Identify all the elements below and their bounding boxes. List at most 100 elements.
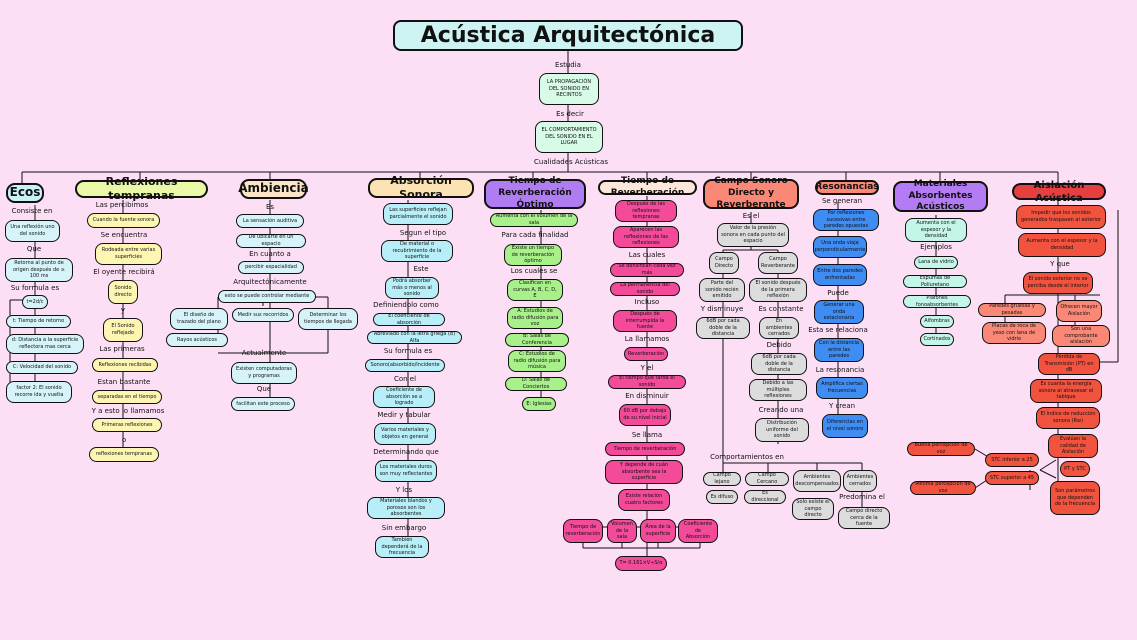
node-energia: Es cuanta la energía sonora al atravesar… bbox=[1030, 379, 1102, 403]
node-campo-3: El sonido después de la primera reflexió… bbox=[749, 278, 807, 302]
node-rayos: Rayos acústicos bbox=[166, 333, 228, 347]
label-estudia: Estudia bbox=[555, 61, 581, 69]
label-cualidades: Cualidades Acústicas bbox=[534, 158, 608, 166]
node-alfa: Abreviado con la letra griega (α) Alfa bbox=[367, 331, 462, 344]
node-campo-directo: Campo Directo bbox=[709, 252, 739, 274]
node-primeras-refl: Primeras reflexiones bbox=[92, 418, 162, 432]
node-facilitan: facilitan este proceso bbox=[231, 397, 295, 411]
node-factor-2: factor 2: El sonido recorre ida y vuelta bbox=[6, 381, 72, 403]
node-separadas: separadas en el tiempo bbox=[92, 390, 162, 404]
node-res-4: Generar una onda estacionaria bbox=[814, 300, 864, 324]
label-ejemplos: Ejemplos bbox=[920, 243, 952, 251]
label-comportamientos: Comportamientos en bbox=[710, 453, 784, 461]
node-varios-materiales: Varios materiales y objetos en general bbox=[374, 423, 436, 445]
label-cuales: Los cuales se bbox=[510, 267, 558, 275]
node-ais-2: Aumenta con el espesor y la densidad bbox=[1018, 233, 1106, 257]
node-campo-4: 6dB por cada doble de la distancia bbox=[696, 317, 750, 339]
node-campo-2: Parte del sonido recién emitido bbox=[699, 278, 745, 302]
node-stc-inferior: STC inferior a 25 bbox=[985, 453, 1039, 467]
node-curva-b: B: Salas de Conferencia bbox=[505, 333, 569, 347]
page-title: Acústica Arquitectónica bbox=[393, 20, 743, 51]
node-abs-2: De material o recubrimiento de la superf… bbox=[381, 240, 453, 262]
node-res-2: Una onda viaja perpendicularmente bbox=[813, 236, 867, 258]
label-consiste: Consiste en bbox=[11, 207, 53, 215]
label-es: Es bbox=[265, 203, 275, 211]
heading-reverberacion: Tiempo de Reverberación bbox=[598, 176, 697, 198]
node-placas: Placas de roca de yeso con lana de vidri… bbox=[982, 322, 1046, 344]
node-factor-area: Área de la superficie bbox=[640, 519, 676, 543]
node-rev-7: El tiempo que tarda el sonido bbox=[608, 375, 686, 389]
node-amb-2: De ubicarte en un espacio bbox=[236, 234, 306, 248]
label-es-decir: Es decir bbox=[556, 110, 584, 118]
node-directo-cerca: Campo directo cerca de la fuente bbox=[838, 507, 890, 529]
node-refl-2: Rodeada entre varias superficies bbox=[95, 243, 162, 265]
heading-aislacion: Aislación Acústica bbox=[1012, 180, 1106, 204]
node-curva-d: D: Salas de Conciertos bbox=[505, 377, 567, 391]
node-duros: Los materiales duros son muy reflectante… bbox=[375, 460, 437, 482]
node-res-3: Entre dos paredes enfrentadas bbox=[813, 264, 867, 286]
node-opt-1: Aumenta con el volumen de la sala bbox=[490, 213, 578, 227]
node-lana: Lana de vidrio bbox=[914, 256, 958, 269]
label-creando: Creando una bbox=[758, 406, 804, 414]
node-amb-1: La sensación auditiva bbox=[236, 214, 304, 228]
node-cortinados: Cortinados bbox=[920, 333, 954, 346]
label-con-el: Con el bbox=[393, 375, 417, 383]
node-mayor-aislacion: Ofrecen mayor Aislación bbox=[1056, 300, 1102, 322]
label-encuentra: Se encuentra bbox=[100, 231, 148, 239]
node-res-6: Amplifica ciertas frecuencias bbox=[816, 377, 868, 399]
node-propagacion: LA PROPAGACIÓN DEL SONIDO EN RECINTOS bbox=[539, 73, 599, 105]
label-relaciona: Esta se relaciona bbox=[808, 326, 868, 334]
node-rev-1: Después de las reflexiones tempranas bbox=[615, 200, 677, 222]
heading-ecos: Ecos bbox=[6, 183, 44, 203]
node-pt-stc: PT y STC bbox=[1060, 461, 1090, 477]
heading-reflexiones: Reflexiones tempranas bbox=[75, 175, 208, 202]
node-comprobante: Son una comprobante aislación bbox=[1052, 325, 1110, 347]
node-rev-2: Aparecen las reflexiones de las reflexio… bbox=[613, 226, 679, 248]
node-rev-5: Después de interrumpida la fuente bbox=[613, 310, 677, 332]
node-abs-1: Las superficies reflejan parcialmente el… bbox=[383, 203, 453, 225]
node-rev-11: Existe relación cuatro factores bbox=[618, 489, 670, 511]
label-es-el: Es el bbox=[742, 212, 760, 220]
node-res-7: Diferencias en el nivel sonoro bbox=[822, 414, 868, 438]
node-alfombras: Alfombras bbox=[920, 315, 954, 328]
node-medir: Medir sus recorridos bbox=[232, 308, 294, 322]
node-campo-cercano: Campo Cercano bbox=[745, 472, 789, 486]
node-campo-7: Debido a las múltiples reflexiones bbox=[749, 379, 807, 401]
label-llamamos-rev: La llamamos bbox=[624, 335, 670, 343]
node-refl-1: Cuando la fuente sonora bbox=[87, 213, 160, 228]
node-campo-lejano: Campo lejano bbox=[703, 472, 741, 486]
heading-ambiencia: Ambiencia bbox=[238, 179, 309, 199]
label-oyente: El oyente recibirá bbox=[93, 268, 155, 276]
label-se-llama: Se llama bbox=[631, 431, 663, 439]
node-refl-recibidas: Reflexiones recibidas bbox=[92, 358, 158, 372]
label-crean: Y crean bbox=[828, 402, 856, 410]
heading-campo-sonoro: Campo Sonoro Directo y Reverberante bbox=[703, 176, 799, 210]
node-curvas: Clasifican en curvas A, B, C, D, E bbox=[507, 279, 563, 301]
node-res-5: Con la distancia entre las paredes bbox=[814, 338, 864, 362]
label-formula: Su formula es bbox=[10, 284, 60, 292]
node-sonido-directo: Sonido directo bbox=[108, 280, 138, 304]
label-cuanto: En cuanto a bbox=[249, 250, 291, 258]
node-amb-3: percibir espacialidad bbox=[238, 261, 304, 274]
node-factor-volumen: Volumen de la sala bbox=[607, 519, 637, 543]
node-frecuencia: También dependerá de la frecuencia bbox=[375, 536, 429, 558]
label-para: Para cada finalidad bbox=[501, 231, 569, 239]
label-generan: Se generan bbox=[821, 197, 863, 205]
node-rev-3: Se densifican cada vez más bbox=[610, 263, 684, 277]
label-y-los: Y los bbox=[395, 486, 413, 494]
node-perdida-transmision: Pérdida de Transmisión (PT) en dB bbox=[1038, 353, 1100, 375]
node-coeficiente: El coeficiente de absorción bbox=[373, 313, 445, 326]
node-sonido-reflejado: El Sonido reflejado bbox=[103, 318, 143, 342]
node-trazado: El diseño de trazado del plano bbox=[170, 308, 228, 330]
node-campo-5: En ambientes cerrados bbox=[759, 317, 799, 339]
node-ais-3: El sonido exterior no se perciba desde e… bbox=[1023, 272, 1093, 294]
label-puede: Puede bbox=[827, 289, 849, 297]
node-rev-10: Y depende de cuán absorbente sea la supe… bbox=[605, 460, 683, 484]
heading-materiales: Materiales Absorbentes Acústicos bbox=[893, 179, 988, 212]
heading-absorcion: Absorción Sonora bbox=[368, 174, 474, 201]
node-abs-logrado: Coeficiente de absorción se a logrado bbox=[373, 386, 435, 408]
node-buena-percepcion: Buena percepción de voz bbox=[907, 442, 975, 456]
label-llamamos: Y a esto lo llamamos bbox=[91, 407, 165, 415]
label-resonancia: La resonancia bbox=[815, 366, 865, 374]
node-rev-6: Reverberación bbox=[624, 347, 668, 361]
